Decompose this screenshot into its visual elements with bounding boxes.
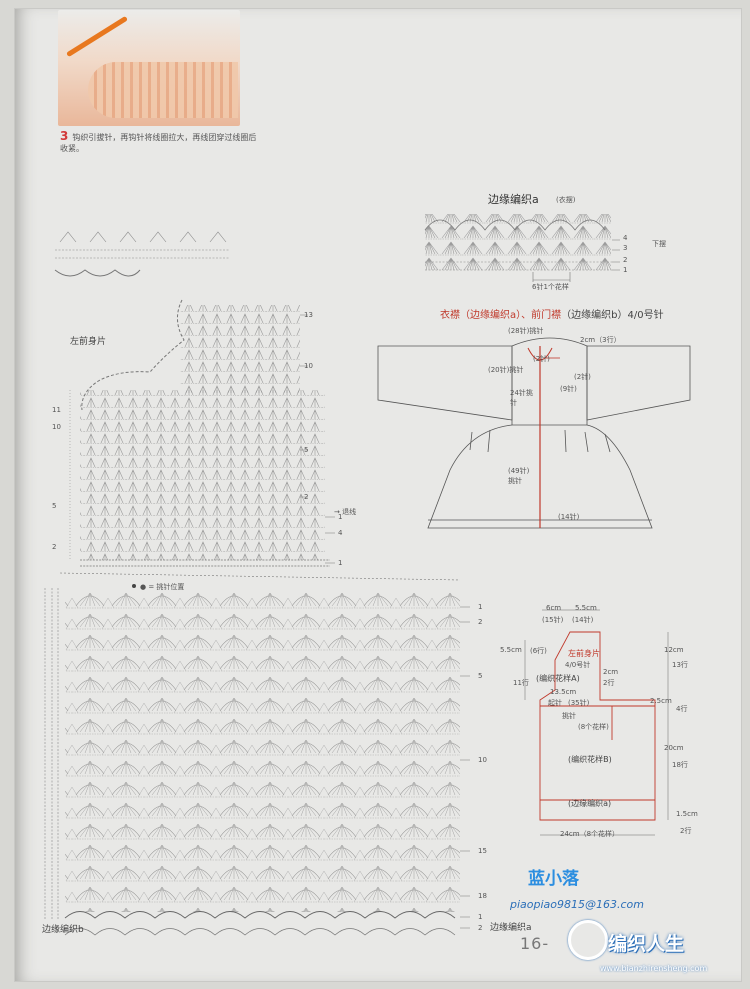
skirt-row-18: 18 bbox=[478, 892, 487, 900]
sch-piece-title: 左前身片 bbox=[568, 649, 600, 658]
sch-top-s2: (14针) bbox=[572, 616, 594, 624]
skirt-row-15: 15 bbox=[478, 847, 487, 855]
row-1-lower: 1 bbox=[338, 559, 343, 567]
sch-r15: 1.5cm bbox=[676, 810, 698, 818]
row-10: 10 bbox=[304, 362, 313, 370]
row-2: 2 bbox=[304, 493, 309, 501]
step-number: 3 bbox=[60, 129, 69, 143]
skirt-row-1b: 1 bbox=[478, 913, 483, 921]
skirt-edge-a: 边缘编织a bbox=[490, 923, 532, 933]
skirt-chart bbox=[44, 572, 470, 936]
edge-a-title: 边缘编织a bbox=[488, 193, 539, 206]
sch-pattern-a: (编织花样A) bbox=[536, 674, 580, 683]
watermark-email: piaopiao9815@163.com bbox=[510, 898, 644, 911]
skirt-row-1: 1 bbox=[478, 603, 483, 611]
schematic-dimensions bbox=[524, 609, 669, 836]
front-band-title: 衣襟（边缘编织a）、前门襟（边缘编织b）4/0号针 bbox=[440, 310, 664, 321]
sch-r4: 4行 bbox=[676, 705, 688, 713]
right-9: (9针) bbox=[560, 385, 577, 393]
watermark-name: 蓝小落 bbox=[528, 869, 579, 889]
neck-cm: 2cm（3行） bbox=[580, 336, 621, 344]
edge-a-row-1: 1 bbox=[623, 266, 628, 274]
sch-w135: 13.5cm bbox=[550, 688, 577, 696]
body-49: (49针)挑针 bbox=[508, 467, 530, 485]
sch-r12: 12cm bbox=[664, 646, 684, 654]
row-left-5: 5 bbox=[52, 502, 57, 510]
sch-r25: 2.5cm bbox=[650, 697, 672, 705]
crochet-photo bbox=[58, 10, 240, 126]
sch-edge-a: (边缘编织a) bbox=[568, 799, 612, 808]
sch-r13: 13行 bbox=[672, 661, 688, 669]
sch-left-h: 5.5cm bbox=[500, 646, 522, 654]
row-left-10: 10 bbox=[52, 423, 61, 431]
left-20: (20针)挑针 bbox=[488, 366, 524, 374]
left-front-schematic bbox=[539, 631, 656, 821]
skirt-row-5: 5 bbox=[478, 672, 483, 680]
edge-a-row-3: 3 bbox=[623, 244, 628, 252]
sch-r18: 18行 bbox=[672, 761, 688, 769]
skirt-row-2b: 2 bbox=[478, 924, 483, 932]
sch-left-r: (6行) bbox=[530, 647, 547, 655]
sch-bottom: 24cm（8个花样） bbox=[560, 830, 620, 838]
watermark-site: www.bianzhirensheng.com bbox=[600, 964, 708, 973]
sch-top-w1: 6cm bbox=[546, 604, 562, 612]
tie-note: → 退线 bbox=[334, 508, 357, 516]
row-1-upper: 1 bbox=[338, 513, 343, 521]
sch-pattern-b: (编织花样B) bbox=[568, 755, 612, 764]
edge-a-note: (衣摆) bbox=[556, 196, 576, 204]
row-4: 4 bbox=[338, 529, 343, 537]
sch-repeat8: (8个花样) bbox=[578, 723, 609, 731]
brand-logo-icon bbox=[568, 920, 608, 960]
neck-band-line bbox=[527, 347, 553, 361]
row-left-2: 2 bbox=[52, 543, 57, 551]
edge-a-hem-note: 下摆 bbox=[652, 240, 666, 248]
left-front-piece-chart bbox=[54, 231, 335, 567]
center-2: (2针) bbox=[533, 355, 550, 363]
left-piece-label: 左前身片 bbox=[70, 337, 107, 347]
neck-stitches: (28针)挑针 bbox=[508, 327, 544, 335]
sch-top-s1: (15针) bbox=[542, 616, 564, 624]
watermark-brand: 编织人生 bbox=[608, 933, 685, 955]
edge-a-row-4: 4 bbox=[623, 234, 628, 242]
sch-cm2: 2cm bbox=[603, 668, 619, 676]
mid-24: 24针挑针 bbox=[510, 389, 533, 407]
skirt-row-10: 10 bbox=[478, 756, 487, 764]
edge-a-repeat: 6针1个花样 bbox=[532, 283, 569, 291]
sch-st35: (35针) bbox=[568, 699, 590, 707]
hem-14: (14针) bbox=[558, 513, 580, 521]
skirt-edge-b: 边缘编织b bbox=[42, 925, 84, 935]
sch-st35-note: 起针 bbox=[548, 699, 562, 707]
sch-r2: 2行 bbox=[603, 679, 615, 687]
sch-r2b: 2行 bbox=[680, 827, 692, 835]
step-text: 钩织引拔针，再钩针将线圈拉大，再线团穿过线圈后收紧。 bbox=[60, 133, 257, 153]
edge-a-row-2: 2 bbox=[623, 256, 628, 264]
sch-pickup: 挑针 bbox=[562, 712, 576, 720]
row-5: 5 bbox=[304, 446, 309, 454]
right-2: (2针) bbox=[574, 373, 591, 381]
cardigan-outline bbox=[377, 337, 691, 529]
skirt-row-2: 2 bbox=[478, 618, 483, 626]
sch-r20: 20cm bbox=[664, 744, 684, 752]
row-left-11: 11 bbox=[52, 406, 61, 414]
page-number: 16- bbox=[520, 934, 550, 953]
edge-a-sample bbox=[424, 214, 620, 282]
sch-left-11: 11行 bbox=[513, 679, 529, 687]
sch-needle: 4/0号针 bbox=[565, 661, 591, 669]
sch-top-w2: 5.5cm bbox=[575, 604, 597, 612]
pickup-note: ● = 挑针位置 bbox=[140, 583, 185, 591]
row-13: 13 bbox=[304, 311, 313, 319]
